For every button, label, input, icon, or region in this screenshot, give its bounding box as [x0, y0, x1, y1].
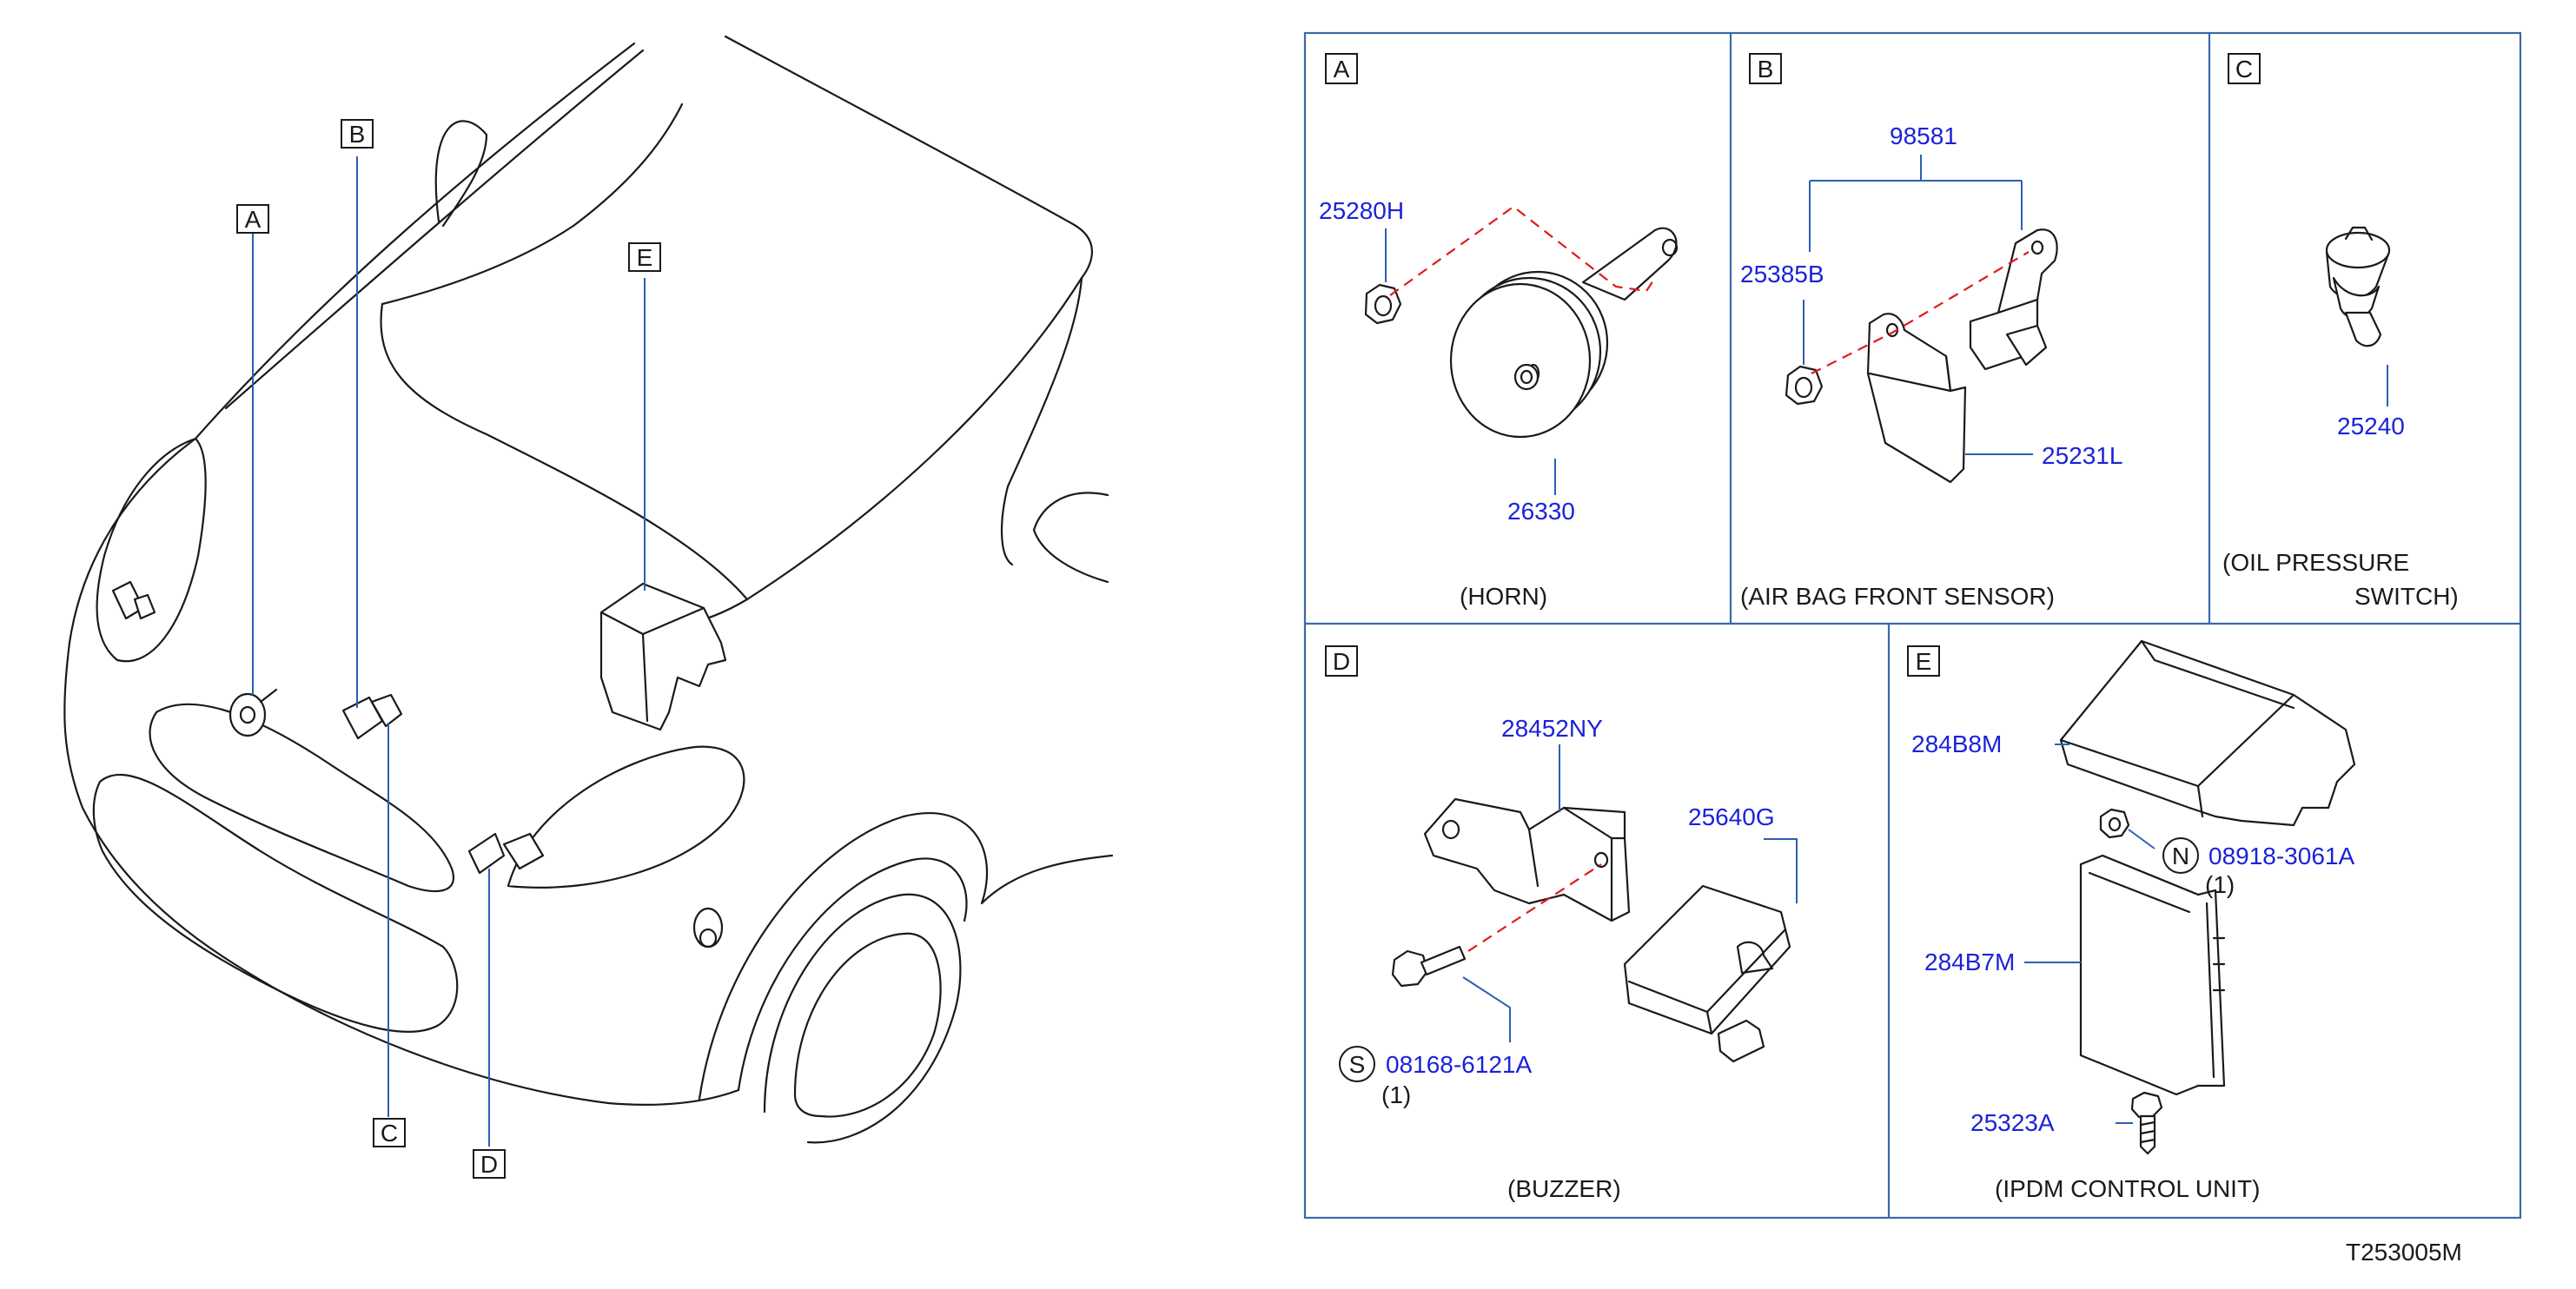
svg-text:25240: 25240: [2337, 413, 2405, 440]
buzzer-location-icon: [467, 832, 545, 875]
ipdm-cover-icon: [2059, 639, 2356, 827]
svg-text:25323A: 25323A: [1970, 1109, 2055, 1136]
callout-e: E: [628, 242, 661, 272]
svg-text:25640G: 25640G: [1688, 803, 1775, 830]
sensor-icon: [1969, 228, 2058, 371]
sensor-location-icon: [341, 693, 403, 740]
svg-text:B: B: [349, 121, 366, 148]
buzzer-bracket-icon: [1423, 797, 1631, 922]
svg-text:(1): (1): [2205, 871, 2235, 898]
headlamp-connector-icon: [111, 580, 156, 620]
svg-text:284B8M: 284B8M: [1911, 730, 2002, 757]
svg-text:(IPDM CONTROL UNIT): (IPDM CONTROL UNIT): [1995, 1175, 2260, 1202]
panel-airbag-sensor: B: [1740, 53, 2122, 610]
callout-a: A: [236, 204, 269, 234]
svg-text:25231L: 25231L: [2042, 442, 2122, 469]
pressure-switch-icon: [2325, 226, 2391, 347]
bracket-icon: [1866, 313, 1967, 484]
svg-text:(AIR BAG FRONT SENSOR): (AIR BAG FRONT SENSOR): [1740, 583, 2055, 610]
svg-text:N: N: [2172, 843, 2189, 869]
svg-text:25280H: 25280H: [1319, 197, 1404, 224]
svg-text:E: E: [1916, 648, 1932, 675]
ipdm-control-unit-icon: [2079, 854, 2226, 1096]
svg-text:B: B: [1758, 56, 1774, 83]
bolt-icon-e: [2130, 1091, 2163, 1155]
svg-text:98581: 98581: [1890, 122, 1957, 149]
callout-d: D: [473, 1149, 506, 1179]
horn-location-icon: [228, 688, 278, 737]
buzzer-icon: [1623, 884, 1791, 1063]
svg-text:25385B: 25385B: [1740, 261, 1824, 288]
svg-text:D: D: [1333, 648, 1350, 675]
svg-text:08168-6121A: 08168-6121A: [1386, 1051, 1532, 1078]
svg-text:28452NY: 28452NY: [1501, 715, 1603, 742]
svg-text:D: D: [480, 1151, 498, 1178]
drawing-number: T253005M: [2346, 1239, 2462, 1266]
switch-location-icon: [692, 907, 724, 949]
bolt-icon: [1391, 945, 1467, 988]
svg-text:(BUZZER): (BUZZER): [1507, 1175, 1621, 1202]
panel-buzzer: D: [1325, 645, 1798, 1202]
svg-text:(HORN): (HORN): [1460, 583, 1547, 610]
svg-text:26330: 26330: [1507, 498, 1575, 525]
svg-text:E: E: [637, 244, 653, 271]
svg-text:(OIL PRESSURE: (OIL PRESSURE: [2222, 549, 2409, 576]
nut-icon-b: [1785, 365, 1824, 406]
panel-horn: A 25280H 26330: [1319, 53, 1679, 610]
svg-text:S: S: [1349, 1051, 1366, 1078]
callout-b: B: [341, 119, 374, 149]
panel-ipdm: E: [1907, 639, 2356, 1202]
nut-icon-e: [2099, 808, 2130, 839]
svg-text:284B7M: 284B7M: [1924, 949, 2015, 975]
svg-text:SWITCH): SWITCH): [2354, 583, 2459, 610]
svg-text:C: C: [381, 1120, 398, 1147]
car-overview: A B C D E: [63, 35, 1114, 1179]
horn-icon: [1449, 227, 1679, 439]
detail-panels: A 25280H 26330: [1303, 31, 2522, 1220]
svg-text:A: A: [1334, 56, 1350, 83]
svg-text:(1): (1): [1381, 1081, 1411, 1108]
callout-c: C: [373, 1118, 406, 1147]
panel-oil-pressure-switch: C 25240 (OIL PRESSURE SWITCH): [2222, 53, 2459, 610]
ipdm-location-icon: [599, 582, 727, 731]
svg-text:A: A: [245, 206, 262, 233]
svg-text:C: C: [2235, 56, 2253, 83]
svg-text:08918-3061A: 08918-3061A: [2208, 843, 2354, 869]
